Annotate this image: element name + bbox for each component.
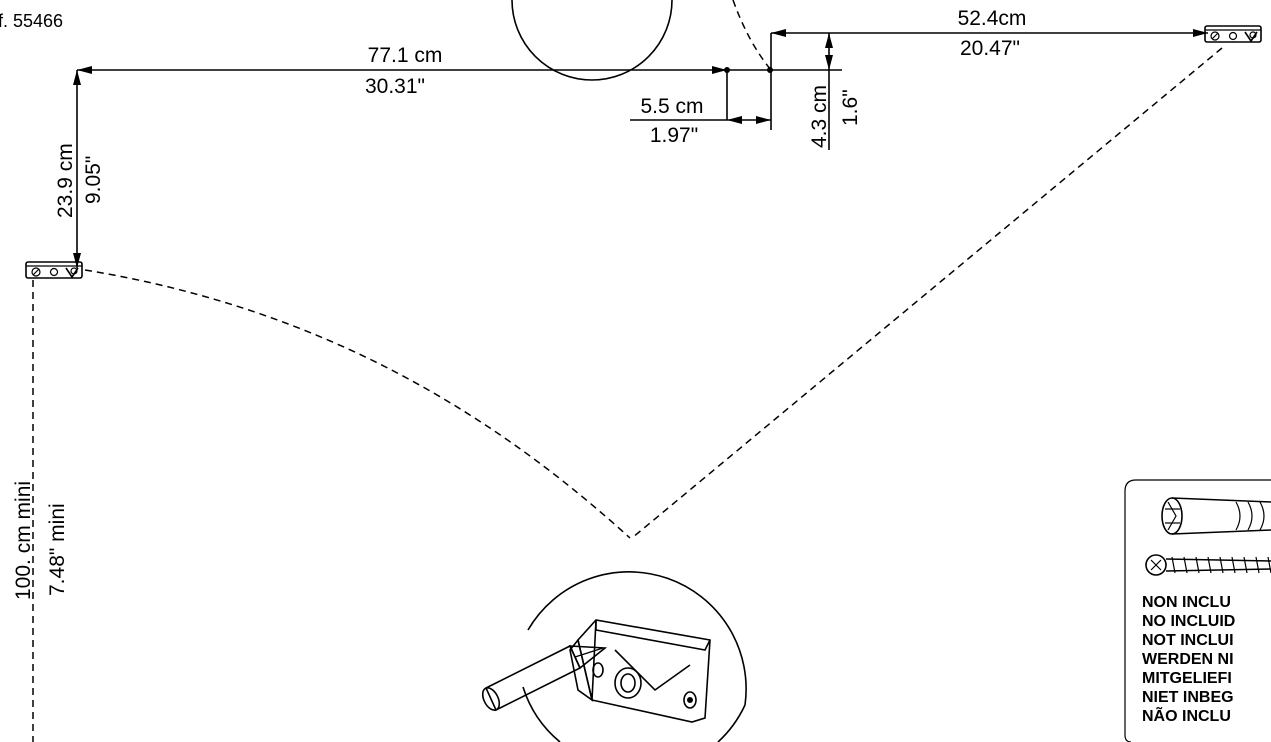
offset-horizontal-in: 1.97" [650, 124, 698, 147]
detail-magnifier [481, 571, 747, 742]
width-right-dimension: 52.4cm 20.47" [771, 7, 1208, 60]
floor-min-in: 7.48" mini [46, 503, 69, 596]
note-line: MITGELIEFI [1142, 670, 1232, 687]
width-top-cm: 77.1 cm [368, 44, 443, 67]
wall-bracket-icon [1204, 25, 1262, 43]
wall-bracket-icon [569, 619, 711, 723]
offset-vertical-cm: 4.3 cm [808, 85, 831, 148]
note-line: WERDEN NI [1142, 651, 1234, 668]
offset-vertical-dimension: 4.3 cm 1.6" [771, 33, 862, 150]
note-line: NIET INBEG [1142, 689, 1234, 706]
note-line: NOT INCLUI [1142, 632, 1234, 649]
hardware-note: NON INCLU NO INCLUID NOT INCLUI WERDEN N… [1124, 479, 1271, 742]
detail-leader-left [84, 269, 631, 539]
height-left-in: 9.05" [82, 156, 105, 204]
screwdriver-icon [481, 644, 608, 712]
height-left-dimension: 23.9 cm 9.05" [54, 70, 105, 268]
note-line: NÃO INCLU [1142, 705, 1231, 725]
note-line: NO INCLUID [1142, 613, 1235, 630]
offset-horizontal-dimension: 5.5 cm 1.97" [630, 33, 772, 147]
offset-horizontal-cm: 5.5 cm [640, 95, 703, 118]
reference-number: f. 55466 [0, 11, 63, 31]
screw-icon [1145, 554, 1271, 576]
wall-bracket-icon [25, 261, 83, 279]
floor-min-cm: 100. cm mini [12, 481, 35, 600]
width-right-in: 20.47" [960, 37, 1020, 60]
height-left-cm: 23.9 cm [54, 143, 77, 218]
top-detail-leader [732, 0, 772, 71]
width-top-in: 30.31" [365, 75, 425, 98]
detail-leader-right [631, 47, 1223, 539]
wall-plug-icon [1161, 497, 1271, 535]
width-top-dimension: 77.1 cm 30.31" [77, 44, 773, 98]
floor-min-dimension: 100. cm mini 7.48" mini [12, 280, 69, 742]
offset-vertical-in: 1.6" [839, 89, 862, 126]
note-line: NON INCLU [1142, 594, 1231, 611]
top-detail-circle [511, 0, 673, 81]
width-right-cm: 52.4cm [958, 7, 1027, 30]
